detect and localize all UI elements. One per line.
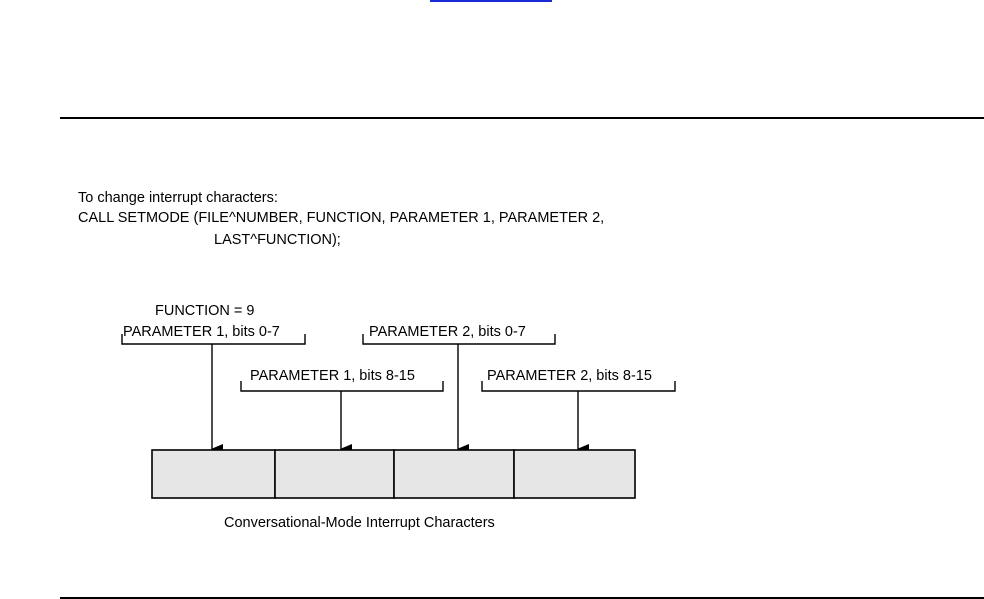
diagram-caption: Conversational-Mode Interrupt Characters	[224, 515, 495, 531]
p1-low-bracket	[121, 334, 306, 345]
char-cell-1	[151, 449, 276, 499]
char-cell-3	[393, 449, 515, 499]
p2-low-bracket	[362, 334, 556, 345]
char-cell-2	[274, 449, 395, 499]
call-statement-line-1: CALL SETMODE (FILE^NUMBER, FUNCTION, PAR…	[78, 210, 605, 226]
p2-low-label: PARAMETER 2, bits 0-7	[369, 324, 526, 340]
p1-high-label: PARAMETER 1, bits 8-15	[250, 368, 415, 384]
char-cell-4	[513, 449, 636, 499]
intro-text: To change interrupt characters:	[78, 190, 278, 206]
call-statement-line-2: LAST^FUNCTION);	[214, 232, 341, 248]
function-label: FUNCTION = 9	[155, 303, 255, 319]
top-divider	[60, 117, 984, 119]
p1-low-label: PARAMETER 1, bits 0-7	[123, 324, 280, 340]
top-link-underline[interactable]	[430, 0, 552, 2]
bottom-divider	[60, 597, 984, 599]
p1-high-bracket	[240, 381, 444, 392]
p2-high-label: PARAMETER 2, bits 8-15	[487, 368, 652, 384]
